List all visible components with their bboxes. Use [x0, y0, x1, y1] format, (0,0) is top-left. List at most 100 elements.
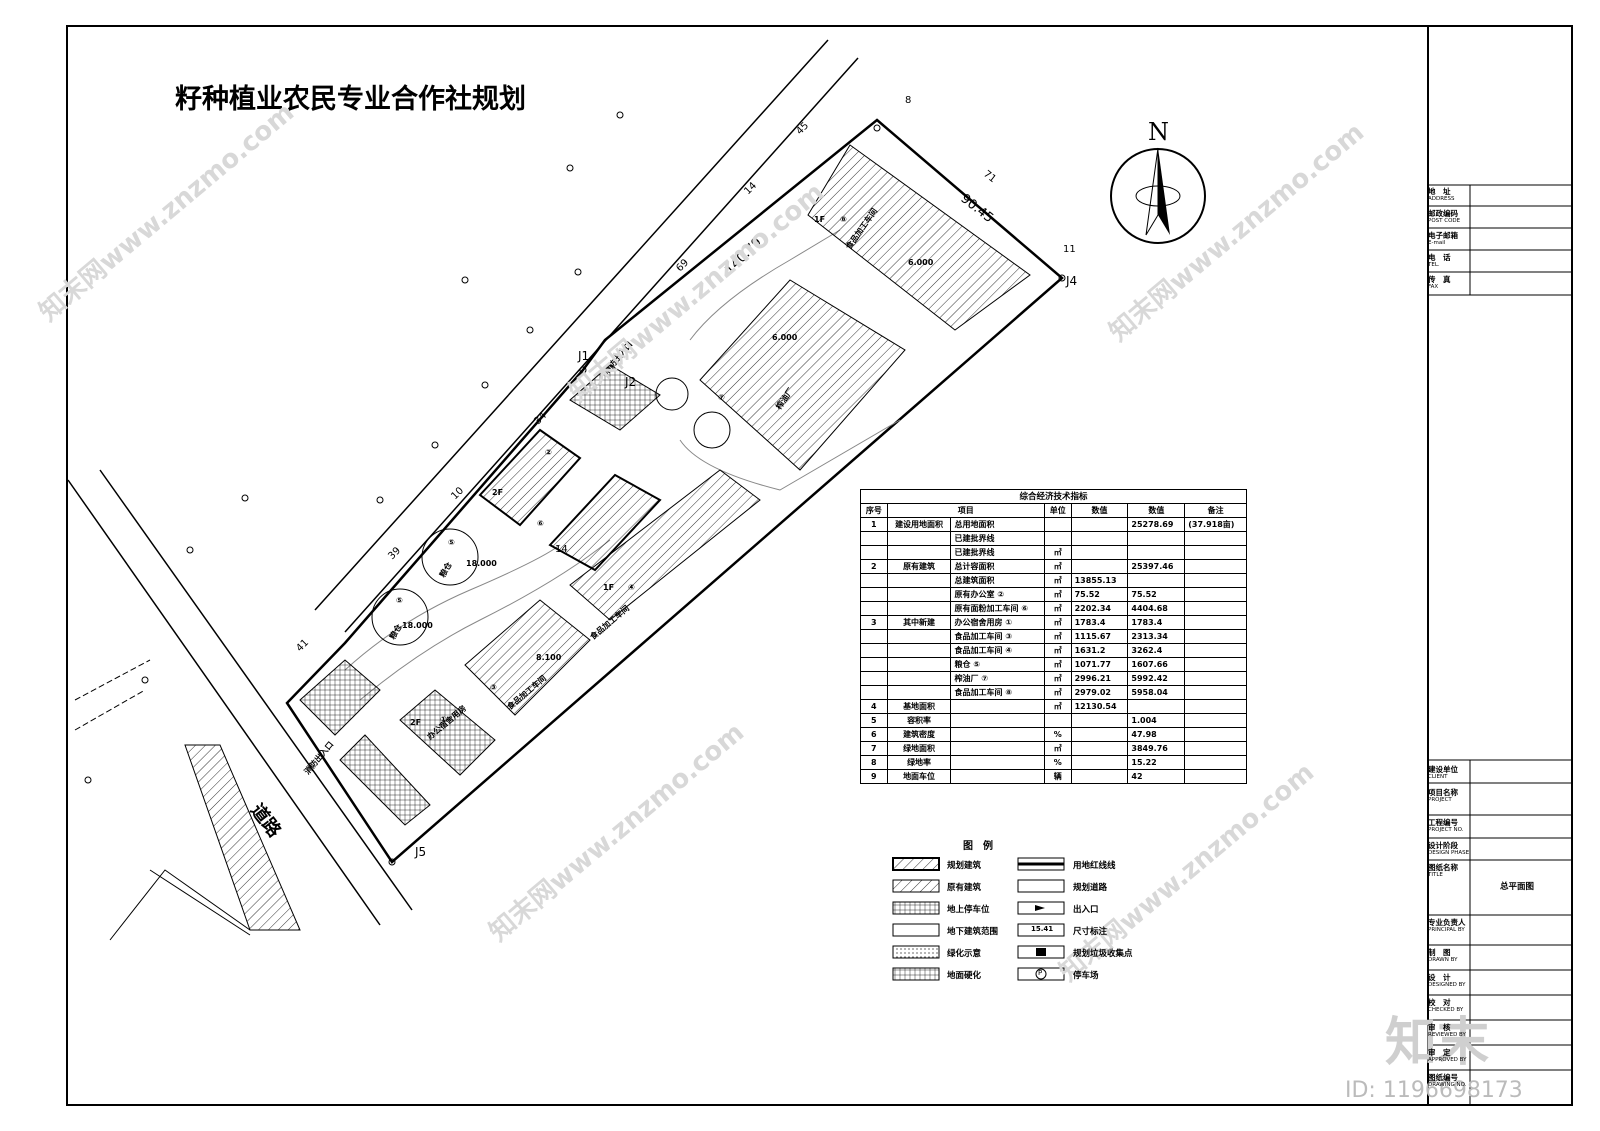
table-cell: 榨油厂 ⑦	[950, 671, 1045, 686]
num-8: ⑧	[840, 215, 847, 224]
height-18a: 18.000	[466, 559, 497, 568]
title-block-label-en: CHECKED BY	[1428, 1007, 1464, 1013]
table-cell	[1184, 741, 1247, 756]
table-cell	[886, 671, 952, 686]
table-cell	[886, 685, 952, 700]
title-block-label-en: POST CODE	[1428, 218, 1461, 224]
table-cell: 办公宿舍用房 ①	[950, 615, 1045, 630]
title-block-label-en: DRAWING NO.	[1428, 1082, 1467, 1088]
table-header: 备注	[1184, 503, 1247, 518]
table-cell	[860, 685, 888, 700]
table-cell: 容积率	[886, 713, 952, 728]
title-block-label: 电 话	[1428, 253, 1451, 262]
floor-2f: 2F	[492, 488, 503, 497]
table-cell: %	[1043, 755, 1072, 770]
num-5a: ⑤	[448, 538, 455, 547]
table-cell	[1184, 587, 1247, 602]
dim-8: 8	[905, 95, 911, 106]
table-cell: 食品加工车间 ④	[950, 643, 1045, 658]
table-cell: 1631.2	[1070, 643, 1129, 658]
table-cell: 8	[860, 755, 888, 770]
legend-item: 规划建筑	[947, 861, 982, 871]
legend-item: 原有建筑	[947, 883, 982, 893]
table-cell: 15.22	[1127, 755, 1186, 770]
table-cell: 原有面粉加工车间 ⑥	[950, 601, 1045, 616]
table-cell: 2313.34	[1127, 629, 1186, 644]
table-cell: 原有办公室 ②	[950, 587, 1045, 602]
table-cell: 总用地面积	[950, 517, 1045, 532]
title-block-label: 图纸名称	[1428, 863, 1458, 872]
title-block-label: 设 计	[1428, 973, 1451, 982]
table-cell: ㎡	[1043, 615, 1072, 630]
north-arrow-icon	[1110, 147, 1206, 244]
table-cell: 42	[1127, 769, 1186, 784]
table-cell	[886, 545, 952, 560]
table-cell: ㎡	[1043, 643, 1072, 658]
title-block-label-en: DESIGNED BY	[1428, 982, 1466, 988]
table-cell: 75.52	[1127, 587, 1186, 602]
title-block-label: 审 核	[1428, 1023, 1451, 1032]
table-cell: 原有建筑	[886, 559, 952, 574]
title-block-label-en: TEL.	[1428, 262, 1440, 268]
table-cell: 25278.69	[1127, 517, 1186, 532]
num-6: ⑥	[537, 519, 544, 528]
title-block-label: 校 对	[1428, 998, 1451, 1007]
table-cell	[860, 671, 888, 686]
outer-frame	[66, 25, 1573, 1106]
legend-dim-sample: 15.41	[1031, 925, 1054, 933]
legend-item: 出入口	[1073, 905, 1099, 915]
title-block-label: 审 定	[1428, 1048, 1451, 1057]
title-block-label-en: DRAWN BY	[1428, 957, 1458, 963]
table-cell	[860, 587, 888, 602]
table-cell	[1184, 545, 1247, 560]
north-label: N	[1148, 118, 1169, 146]
building-1	[399, 689, 496, 776]
building-3	[464, 599, 591, 716]
point-j5: J5	[414, 845, 426, 859]
dim-41: 41	[294, 637, 311, 654]
table-cell	[860, 657, 888, 672]
legend-item: 尺寸标注	[1073, 927, 1108, 937]
site-boundary	[285, 118, 1064, 864]
table-cell: ㎡	[1043, 573, 1072, 588]
table-cell: 食品加工车间 ③	[950, 629, 1045, 644]
table-cell	[1184, 699, 1247, 714]
table-cell: 13855.13	[1070, 573, 1129, 588]
table-cell	[886, 629, 952, 644]
table-cell	[1184, 643, 1247, 658]
table-cell: 建设用地面积	[886, 517, 952, 532]
table-cell	[1184, 573, 1247, 588]
num-5b: ⑤	[396, 596, 403, 605]
title-block-label-en: PRINCIPAL BY	[1428, 927, 1465, 933]
table-cell: 2996.21	[1070, 671, 1129, 686]
table-cell: (37.918亩)	[1184, 517, 1247, 532]
table-cell	[950, 755, 1045, 770]
table-cell: 地面车位	[886, 769, 952, 784]
table-cell: ㎡	[1043, 629, 1072, 644]
table-cell: 75.52	[1070, 587, 1129, 602]
table-cell	[1043, 531, 1072, 546]
point-j1: J1	[577, 349, 589, 363]
table-cell	[1184, 769, 1247, 784]
table-row: 已建批界线	[860, 531, 1247, 546]
table-cell: 12130.54	[1070, 699, 1129, 714]
table-cell	[886, 587, 952, 602]
table-cell: 辆	[1043, 769, 1072, 784]
legend-item: 规划道路	[1073, 883, 1108, 893]
table-cell: 3	[860, 615, 888, 630]
num-7: ⑦	[718, 393, 725, 402]
table-cell: ㎡	[1043, 601, 1072, 616]
silo-1-label: 粮仓	[437, 559, 454, 579]
title-block-label-en: REVIEWED BY	[1428, 1032, 1466, 1038]
brand-watermark: 知末	[1385, 1013, 1490, 1073]
table-cell	[1070, 727, 1129, 742]
table-cell	[950, 727, 1045, 742]
